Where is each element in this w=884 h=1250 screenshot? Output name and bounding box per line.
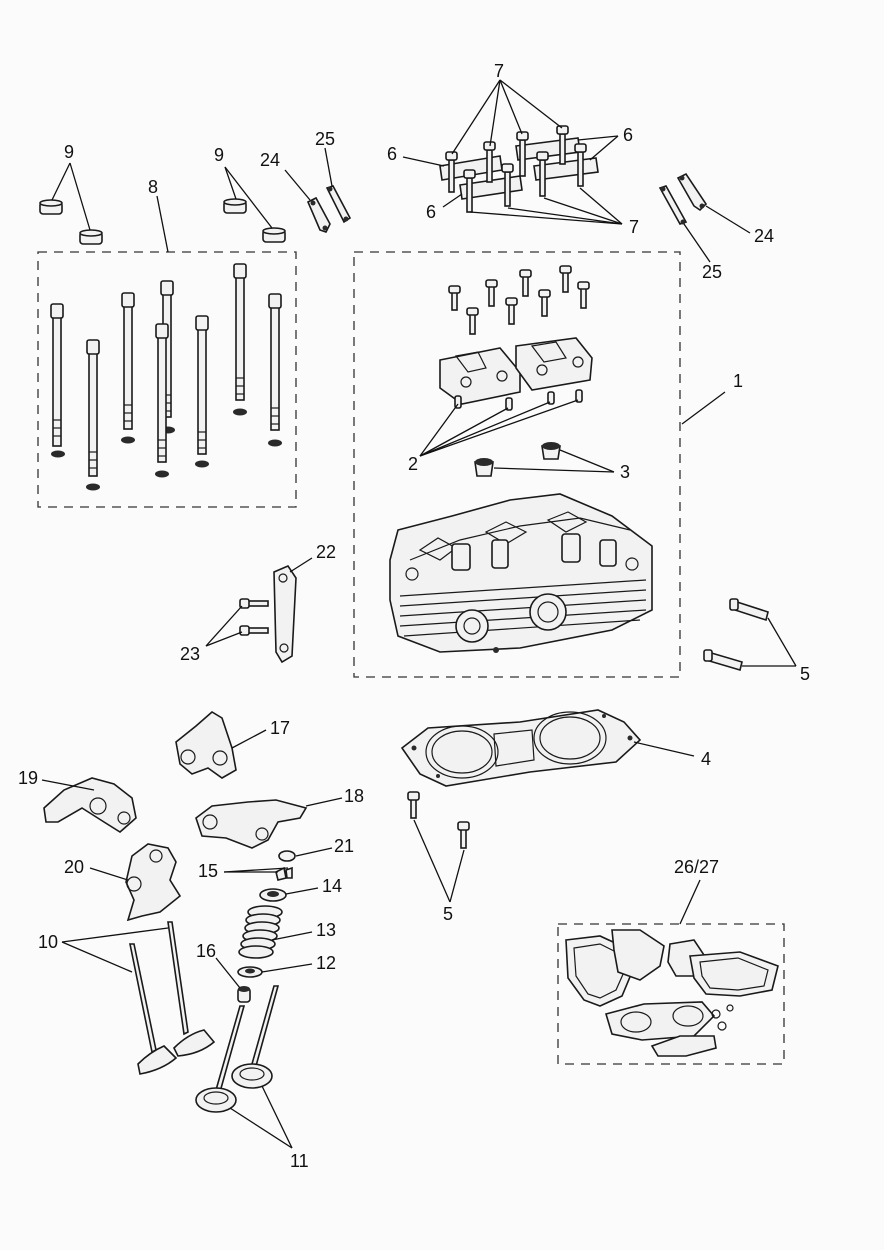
callout-13: 13 — [316, 920, 336, 940]
callout-12: 12 — [316, 953, 336, 973]
callout-14: 14 — [322, 876, 342, 896]
callout-24-left: 24 — [260, 150, 280, 170]
callout-15: 15 — [198, 861, 218, 881]
link-part — [306, 172, 708, 233]
callout-6-lower: 6 — [426, 202, 436, 222]
camshaft-cap-part — [439, 125, 599, 213]
callout-22: 22 — [316, 542, 336, 562]
callout-3: 3 — [620, 462, 630, 482]
callout-9-left: 9 — [64, 142, 74, 162]
callout-26-27: 26/27 — [674, 857, 719, 877]
valve-part — [129, 921, 280, 1113]
plug-part — [474, 442, 561, 477]
bracket-part — [273, 565, 297, 664]
callout-16: 16 — [196, 941, 216, 961]
cam-carrier-part — [439, 337, 593, 405]
callout-7-bottom: 7 — [629, 217, 639, 237]
callout-9-right: 9 — [214, 145, 224, 165]
callout-5-right: 5 — [800, 664, 810, 684]
dowel-part — [454, 389, 583, 411]
callout-10: 10 — [38, 932, 58, 952]
callout-labels: 1 2 3 4 5 5 6 6 6 7 7 8 9 9 10 11 12 13 … — [18, 61, 810, 1171]
leader-lines — [41, 79, 797, 1149]
callout-19: 19 — [18, 768, 38, 788]
group-box-head-bolts — [37, 251, 297, 508]
callout-6-right: 6 — [623, 125, 633, 145]
gasket-set-part — [565, 929, 779, 1057]
callout-25-left: 25 — [315, 129, 335, 149]
callout-21: 21 — [334, 836, 354, 856]
group-box-gasket-set — [557, 923, 785, 1065]
valve-spring-part — [238, 905, 283, 959]
cam-carrier-bolts — [448, 265, 590, 335]
callout-7-top: 7 — [494, 61, 504, 81]
callout-24-right: 24 — [754, 226, 774, 246]
bracket-bolt-part — [239, 598, 269, 636]
group-box-cylinder-head-assembly — [353, 251, 681, 678]
callout-18: 18 — [344, 786, 364, 806]
callout-1: 1 — [733, 371, 743, 391]
callout-17: 17 — [270, 718, 290, 738]
callout-11: 11 — [290, 1151, 309, 1171]
callout-2: 2 — [408, 454, 418, 474]
callout-6-left: 6 — [387, 144, 397, 164]
rocker-arm-part — [43, 711, 308, 922]
callout-20: 20 — [64, 857, 84, 877]
callout-25-right: 25 — [702, 262, 722, 282]
callout-5-lower: 5 — [443, 904, 453, 924]
head-bolt-part — [50, 263, 282, 491]
callout-23: 23 — [180, 644, 200, 664]
stud-part — [407, 598, 769, 849]
valve-train-part — [237, 850, 296, 1003]
bush-part — [39, 198, 286, 245]
head-gasket-part — [400, 709, 642, 787]
callout-8: 8 — [148, 177, 158, 197]
callout-4: 4 — [701, 749, 711, 769]
cylinder-head-part — [389, 493, 653, 653]
